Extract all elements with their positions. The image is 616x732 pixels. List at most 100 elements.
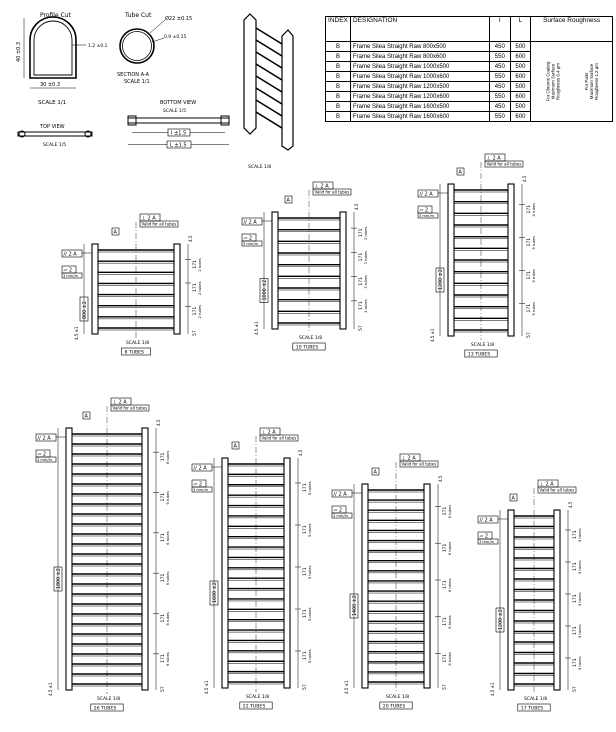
tube-inner-circle: [122, 31, 152, 61]
tube-scale: SCALE 1/1: [124, 79, 150, 85]
frame-group-note: 6 tubes: [448, 615, 452, 629]
top-view-rail: [17, 131, 93, 137]
frame-scale: SCALE 1/8: [246, 694, 269, 700]
bottom-view-end-left: [127, 115, 137, 126]
frame-label-box: [121, 347, 151, 356]
frame-end-dim: 4.5 ±1: [74, 326, 79, 340]
flat-note-box: [417, 212, 439, 219]
datum-label: A: [374, 470, 378, 476]
bottom-dim-l: L ±1.5: [170, 143, 187, 149]
frame-group-note: 5 tubes: [308, 607, 312, 621]
parallel-tol-box: [331, 489, 353, 498]
cell-i: 550: [489, 91, 511, 102]
frame-top-dim: 4.5: [188, 235, 193, 242]
frame-pitch-dim: 171: [358, 301, 364, 310]
frame-pitch-dim: 171: [526, 271, 532, 280]
frame-pitch-dim: 171: [192, 283, 198, 292]
iso-right-rail: [281, 29, 294, 151]
frame-group-note: 5 tubes: [308, 565, 312, 579]
datum-box: [231, 441, 240, 450]
frame-group-note: 5 tubes: [308, 523, 312, 537]
top-view-end-left: [18, 130, 26, 138]
cell-i: 450: [489, 81, 511, 92]
frame-pitch-dim: 171: [572, 658, 578, 667]
iso-tube: [255, 99, 283, 117]
flat-note-box: [331, 512, 353, 519]
frame-right-rail: [553, 509, 561, 691]
cell-l: 500: [509, 61, 532, 72]
parallel-tol-box: [417, 189, 439, 198]
frame-side-dim: 57: [442, 684, 448, 690]
valid-note-box: [484, 160, 524, 168]
valid-note-box: [312, 188, 352, 196]
frame-scale: SCALE 1/8: [386, 694, 409, 700]
height-dim-box: [53, 566, 63, 592]
table-header-row: INDEX DESIGNATION I L Surface Roughness: [325, 16, 613, 42]
flat-note-box: [35, 456, 57, 463]
table-row: B Frame Silea Straight Raw 1600x600 550 …: [325, 111, 613, 122]
frame-tube-count-label: 17 TUBES: [521, 706, 544, 712]
cell-l: 600: [509, 51, 532, 62]
height-dim-box: [209, 580, 219, 606]
perp-tol-label: ⊥ 2 A: [487, 156, 502, 162]
tube-cut-view: Tube Cut Ø22 ±0.15 0.9 ±0.15 SECTION A-A…: [117, 12, 192, 85]
valid-note-label: Valid for all tubes: [113, 406, 148, 411]
frame-pitch-dim: 171: [442, 654, 448, 663]
header-designation: DESIGNATION: [349, 16, 491, 42]
frame-pitch-dim: 171: [160, 614, 166, 623]
frame-left-rail: [221, 457, 229, 689]
cell-index: B: [325, 51, 351, 62]
frame-top-dim: 4.5: [522, 175, 527, 182]
cell-designation: Frame Silea Straight Raw 1600x500: [349, 101, 491, 112]
cell-index: B: [325, 101, 351, 112]
frame-group-note: 5 tubes: [308, 649, 312, 663]
cell-l: 500: [509, 101, 532, 112]
roughness-cell: For Chrome Coating Maximum Surface Rough…: [530, 41, 613, 122]
cell-l: 600: [509, 91, 532, 102]
parallel-tol-label: // 2 A: [64, 252, 78, 258]
frame-label-box: [464, 349, 498, 358]
parallel-tol-box: [191, 463, 213, 472]
frame-pitch-dim: 171: [358, 228, 364, 237]
datum-box: [371, 467, 380, 476]
perp-tol-label: ⊥ 2 A: [262, 430, 277, 436]
frame-top-dim: 4.5: [568, 501, 573, 508]
frame-tube-count-label: 20 TUBES: [383, 704, 406, 710]
valid-note-box: [259, 434, 299, 442]
frame-pitch-dim: 171: [572, 594, 578, 603]
flat-note-box: [61, 272, 83, 279]
iso-tube: [255, 39, 283, 57]
cell-l: 600: [509, 111, 532, 122]
frame-tube-count-label: 8 TUBES: [124, 350, 144, 356]
datum-label: A: [85, 414, 89, 420]
frame-end-dim: 4.5 ±1: [254, 321, 259, 335]
height-dim-box: [495, 607, 505, 633]
valid-note-label: Valid for all tubes: [402, 462, 437, 467]
height-dim-box: [259, 278, 269, 303]
frame-group-note: 3 tubes: [364, 251, 368, 265]
frame-group-note: 3 tubes: [364, 275, 368, 289]
height-dim-box: [349, 593, 359, 619]
tube-wall-leader: [151, 37, 165, 43]
cell-designation: Frame Silea Straight Raw 1000x500: [349, 61, 491, 72]
datum-box: [82, 411, 91, 420]
isometric-view: SCALE 1/8: [243, 13, 294, 170]
profile-wall-dim: 1.2 ±0.1: [88, 43, 108, 49]
frame-pitch-dim: 171: [160, 573, 166, 582]
frame-side-dim: 57: [358, 325, 364, 331]
cell-designation: Frame Silea Straight Raw 1000x600: [349, 71, 491, 82]
frame-group-note: 6 tubes: [448, 505, 452, 519]
frame-height-dim: 1400 ±2: [352, 595, 358, 616]
valid-note-label: Valid for all tubes: [142, 222, 177, 227]
frame-right-rail: [173, 243, 181, 335]
roughness-chrome-line: Roughness 0.4 μm: [555, 63, 561, 100]
frame-right-rail: [283, 457, 291, 689]
frame-pitch-dim: 171: [160, 493, 166, 502]
cell-designation: Frame Silea Straight Raw 800x500: [349, 41, 491, 52]
frame-group-note: 6 tubes: [166, 652, 170, 666]
